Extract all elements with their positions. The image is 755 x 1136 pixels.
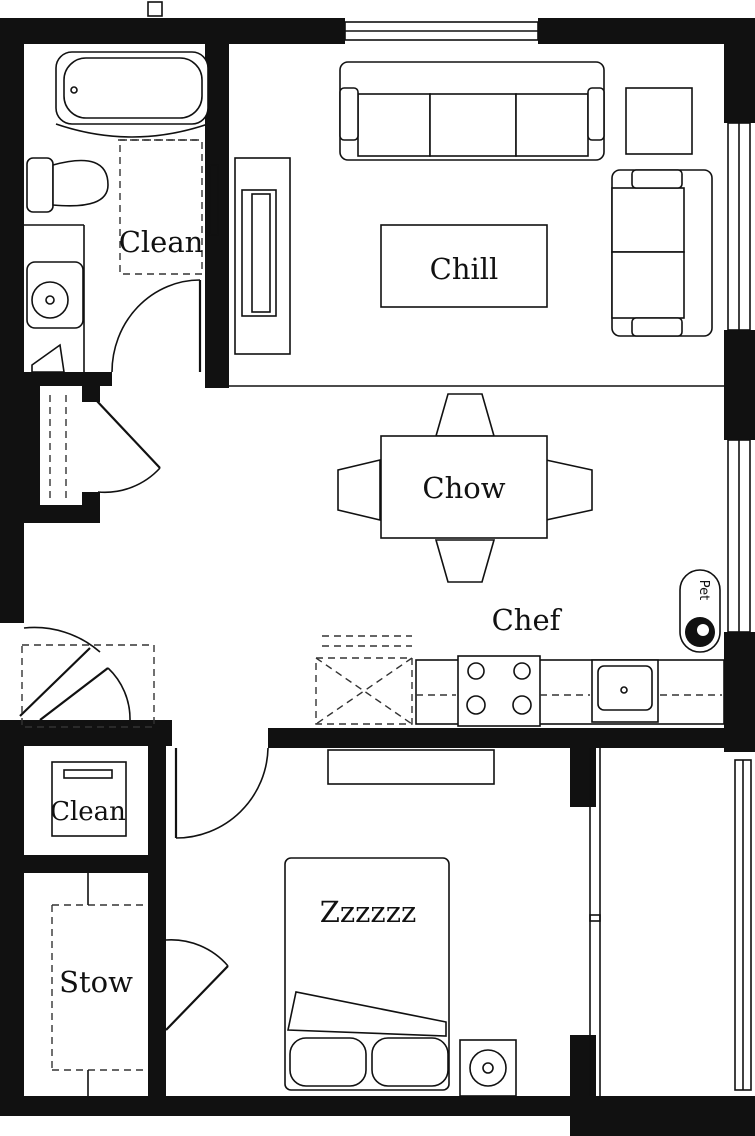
bathroom [26,51,219,373]
kitchen-fixtures [315,635,725,727]
pet-station: Pet [679,569,721,653]
bedroom-label: Zzzzzz [320,895,417,929]
bath-closet-outline [119,139,203,275]
pet-station-label: Pet [696,580,711,600]
entry-closet-outline [21,395,155,728]
dining-table [380,435,548,539]
interior-walls [24,18,724,1100]
storage-outline [51,873,148,1096]
living-furniture [234,61,713,355]
exterior-walls [0,18,755,1136]
bath-closet-label: Clean [119,225,204,259]
partitions [24,224,724,1096]
laundry-label: Clean [50,797,126,827]
coffee-table [380,224,548,308]
doors [19,279,269,1031]
dining-chairs [337,393,593,583]
dining-label: Chow [422,471,505,505]
storage-label: Stow [59,965,133,999]
living-label: Chill [430,252,499,286]
kitchen-label: Chef [492,603,563,637]
bedroom-furniture [284,749,517,1097]
windows [147,1,752,1091]
